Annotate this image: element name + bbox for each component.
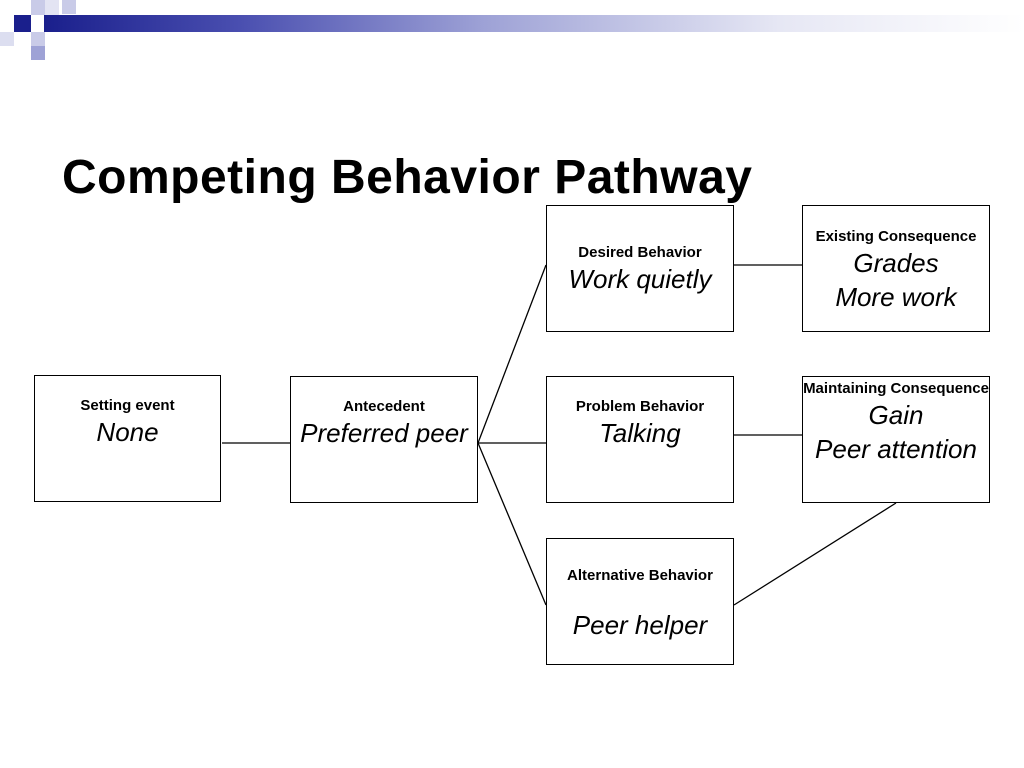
header-square-dark [14, 15, 31, 32]
header-square-light [31, 32, 45, 46]
setting-event-box: Setting event None [34, 375, 221, 502]
desired-behavior-label: Desired Behavior [578, 244, 702, 261]
header-square-light [31, 0, 45, 15]
problem-behavior-box: Problem Behavior Talking [546, 376, 734, 503]
existing-consequence-value-2: More work [835, 282, 957, 312]
edge-alternative-to-maintaining [733, 502, 897, 606]
alternative-behavior-box: Alternative Behavior Peer helper [546, 538, 734, 665]
antecedent-value: Preferred peer [300, 418, 468, 448]
desired-behavior-box: Desired Behavior Work quietly [546, 205, 734, 332]
maintaining-consequence-text: Maintaining Consequence Gain Peer attent… [781, 380, 1011, 466]
maintaining-consequence-label: Maintaining Consequence [803, 380, 989, 397]
header-square-light [62, 0, 76, 14]
slide-title: Competing Behavior Pathway [62, 151, 753, 204]
setting-event-label: Setting event [80, 397, 175, 414]
alternative-behavior-label: Alternative Behavior [567, 567, 713, 584]
maintaining-consequence-box [802, 376, 990, 503]
antecedent-box: Antecedent Preferred peer [290, 376, 478, 503]
header-square-light [45, 0, 59, 15]
edge-antecedent-to-desired [477, 264, 547, 444]
alternative-behavior-value: Peer helper [572, 610, 708, 640]
problem-behavior-label: Problem Behavior [575, 398, 705, 415]
existing-consequence-label: Existing Consequence [815, 228, 977, 245]
setting-event-value: None [96, 417, 159, 447]
existing-consequence-value-1: Grades [853, 248, 939, 278]
desired-behavior-value: Work quietly [568, 264, 712, 294]
maintaining-consequence-value-1: Gain [868, 400, 924, 430]
maintaining-consequence-value-2: Peer attention [815, 434, 977, 464]
problem-behavior-value: Talking [599, 418, 681, 448]
edge-antecedent-to-alternative [477, 442, 547, 606]
header-square-mid [31, 46, 45, 60]
existing-consequence-box: Existing Consequence Grades More work [802, 205, 990, 332]
header-square-light [0, 32, 14, 46]
antecedent-label: Antecedent [343, 398, 425, 415]
header-decoration [0, 0, 1024, 64]
header-gradient-bar [44, 15, 1024, 32]
